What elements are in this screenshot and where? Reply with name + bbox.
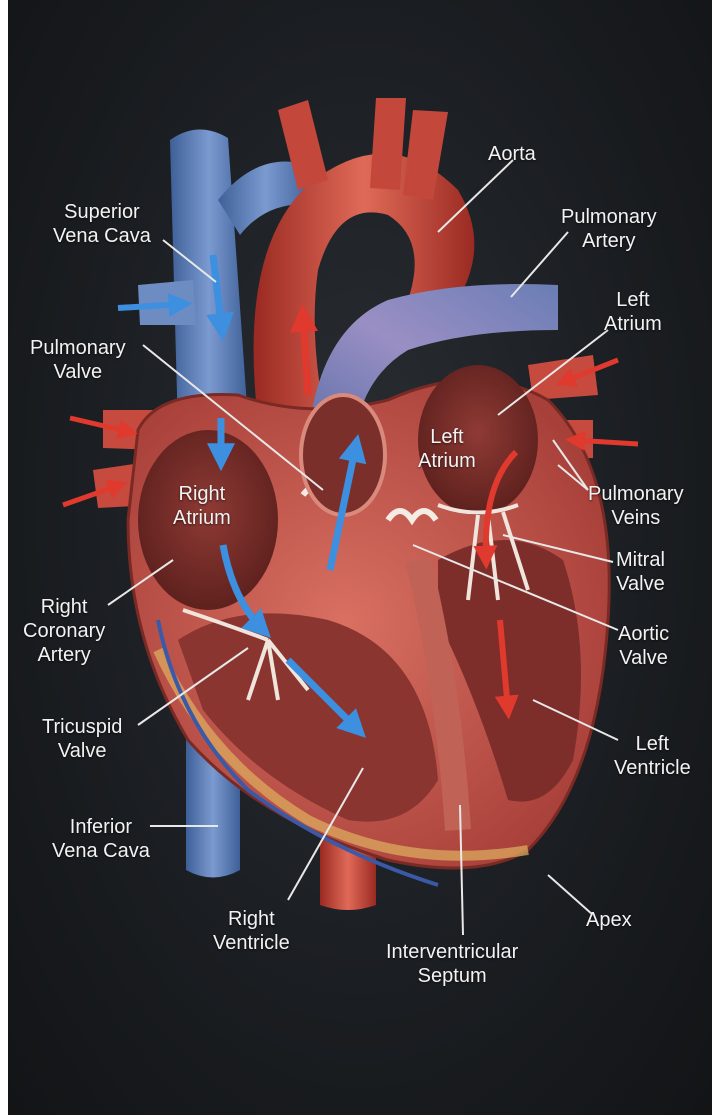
label-mitral-line2: Valve bbox=[616, 573, 665, 595]
leader-tricuspid bbox=[137, 647, 249, 726]
label-rca-line2: Coronary bbox=[23, 620, 106, 642]
label-left-ventricle: Left Ventricle bbox=[614, 732, 691, 780]
leader-aortic bbox=[412, 544, 619, 631]
leader-rca bbox=[107, 559, 174, 606]
leader-lv bbox=[532, 699, 619, 741]
septum-wall bbox=[405, 556, 471, 831]
label-right-coronary-artery: Right Coronary Artery bbox=[23, 595, 105, 667]
label-superior-vena-cava: Superior Vena Cava bbox=[53, 200, 151, 248]
left-ventricle-chamber bbox=[438, 540, 581, 802]
aortic-branch-3 bbox=[403, 110, 448, 200]
tricuspid-chordae bbox=[182, 608, 310, 701]
leader-svc bbox=[162, 239, 217, 283]
label-septum-line2: Septum bbox=[417, 965, 487, 987]
label-pveins-line2: Veins bbox=[611, 507, 661, 529]
leader-lines bbox=[107, 159, 619, 936]
label-svc-line2: Vena Cava bbox=[53, 225, 151, 247]
label-la-inner-line1: Left bbox=[430, 426, 464, 448]
aortic-branch-2 bbox=[370, 98, 406, 190]
flow-arrow-vein-2 bbox=[565, 430, 639, 451]
pulmonary-vein-upper bbox=[528, 355, 598, 400]
flow-arrow-la-lv bbox=[473, 449, 519, 570]
epicardial-fat bbox=[153, 647, 529, 861]
right-atrium-chamber bbox=[138, 430, 278, 610]
label-pulmonary-valve: Pulmonary Valve bbox=[30, 336, 126, 384]
label-la-outer-line1: Left bbox=[616, 289, 650, 311]
right-ventricle-chamber bbox=[178, 613, 438, 822]
label-pa-line2: Artery bbox=[582, 230, 636, 252]
label-pa-line1: Pulmonary bbox=[561, 206, 657, 228]
flow-arrow-lv bbox=[494, 619, 519, 720]
label-pv-line1: Pulmonary bbox=[30, 337, 126, 359]
label-tricuspid-line1: Tricuspid bbox=[42, 716, 123, 738]
flow-arrow-ra-rv bbox=[219, 544, 271, 638]
flow-arrow-rv bbox=[285, 657, 366, 738]
label-aortic-line1: Aortic bbox=[618, 623, 670, 645]
flow-arrow-vein-1 bbox=[555, 357, 619, 387]
flow-arrow-aorta-up bbox=[290, 303, 319, 396]
coronary-artery-line bbox=[156, 619, 439, 887]
leader-pulmonary-artery bbox=[510, 231, 569, 298]
label-lv-line2: Ventricle bbox=[614, 757, 691, 779]
label-la-inner-line2: Atrium bbox=[418, 450, 476, 472]
heart-illustration bbox=[62, 98, 639, 936]
label-rca-line1: Right bbox=[40, 596, 88, 618]
label-apex-line1: Apex bbox=[586, 909, 632, 931]
leader-mitral bbox=[502, 534, 614, 563]
aortic-branch-1 bbox=[278, 100, 328, 190]
label-svc-line1: Superior bbox=[64, 201, 140, 223]
label-rv-line1: Right bbox=[228, 908, 275, 930]
leader-apex bbox=[547, 874, 594, 916]
svc-branch bbox=[218, 161, 313, 235]
label-la-outer-line2: Atrium bbox=[604, 313, 662, 335]
label-mitral-line1: Mitral bbox=[616, 549, 665, 571]
pulmonary-artery-vessel bbox=[308, 284, 558, 450]
label-ivc-line1: Inferior bbox=[69, 816, 133, 838]
label-right-atrium: Right Atrium bbox=[173, 482, 231, 530]
label-pveins-line1: Pulmonary bbox=[588, 483, 684, 505]
label-aorta-line1: Aorta bbox=[488, 143, 536, 165]
mitral-chordae bbox=[437, 503, 530, 601]
label-lv-line1: Left bbox=[635, 733, 670, 755]
aortic-valve-leaflets bbox=[385, 508, 439, 526]
left-atrium-chamber bbox=[418, 365, 538, 515]
label-right-ventricle: Right Ventricle bbox=[213, 907, 290, 955]
label-apex: Apex bbox=[586, 908, 632, 932]
leader-pulmonary-veins-2 bbox=[557, 464, 589, 491]
label-rca-line3: Artery bbox=[37, 644, 91, 666]
label-left-atrium-inner: Left Atrium bbox=[418, 425, 476, 473]
diagram-canvas: Aorta Superior Vena Cava Pulmonary Arter… bbox=[8, 0, 712, 1115]
leader-pulmonary-valve bbox=[142, 344, 324, 491]
label-septum-line1: Interventricular bbox=[386, 941, 519, 963]
flow-arrow-pulmonary bbox=[326, 434, 367, 571]
leader-rv bbox=[287, 767, 364, 901]
label-pulmonary-veins: Pulmonary Veins bbox=[588, 482, 684, 530]
label-aortic-valve: Aortic Valve bbox=[618, 622, 669, 670]
leader-left-atrium-outer bbox=[497, 329, 609, 416]
label-interventricular-septum: Interventricular Septum bbox=[386, 940, 518, 988]
label-rv-line2: Ventricle bbox=[213, 932, 290, 954]
label-ra-line1: Right bbox=[178, 483, 226, 505]
label-ivc-line2: Vena Cava bbox=[52, 840, 150, 862]
flow-arrow-left-2 bbox=[62, 479, 128, 508]
label-ra-line2: Atrium bbox=[173, 507, 231, 529]
leader-pulmonary-veins-1 bbox=[552, 439, 589, 491]
flow-arrow-left-1 bbox=[69, 415, 138, 440]
flow-arrow-into-heart bbox=[117, 292, 193, 317]
label-pv-line2: Valve bbox=[53, 361, 103, 383]
leader-septum bbox=[459, 804, 464, 936]
leader-aorta bbox=[437, 159, 514, 233]
label-pulmonary-artery: Pulmonary Artery bbox=[561, 205, 657, 253]
superior-vena-cava-vessel bbox=[170, 129, 248, 430]
label-inferior-vena-cava: Inferior Vena Cava bbox=[52, 815, 150, 863]
label-mitral-valve: Mitral Valve bbox=[616, 548, 665, 596]
flow-arrow-svc bbox=[206, 254, 234, 342]
label-aortic-line2: Valve bbox=[619, 647, 668, 669]
label-left-atrium-outer: Left Atrium bbox=[604, 288, 662, 336]
label-tricuspid-valve: Tricuspid Valve bbox=[42, 715, 122, 763]
label-aorta: Aorta bbox=[488, 142, 536, 166]
label-tricuspid-line2: Valve bbox=[57, 740, 107, 762]
